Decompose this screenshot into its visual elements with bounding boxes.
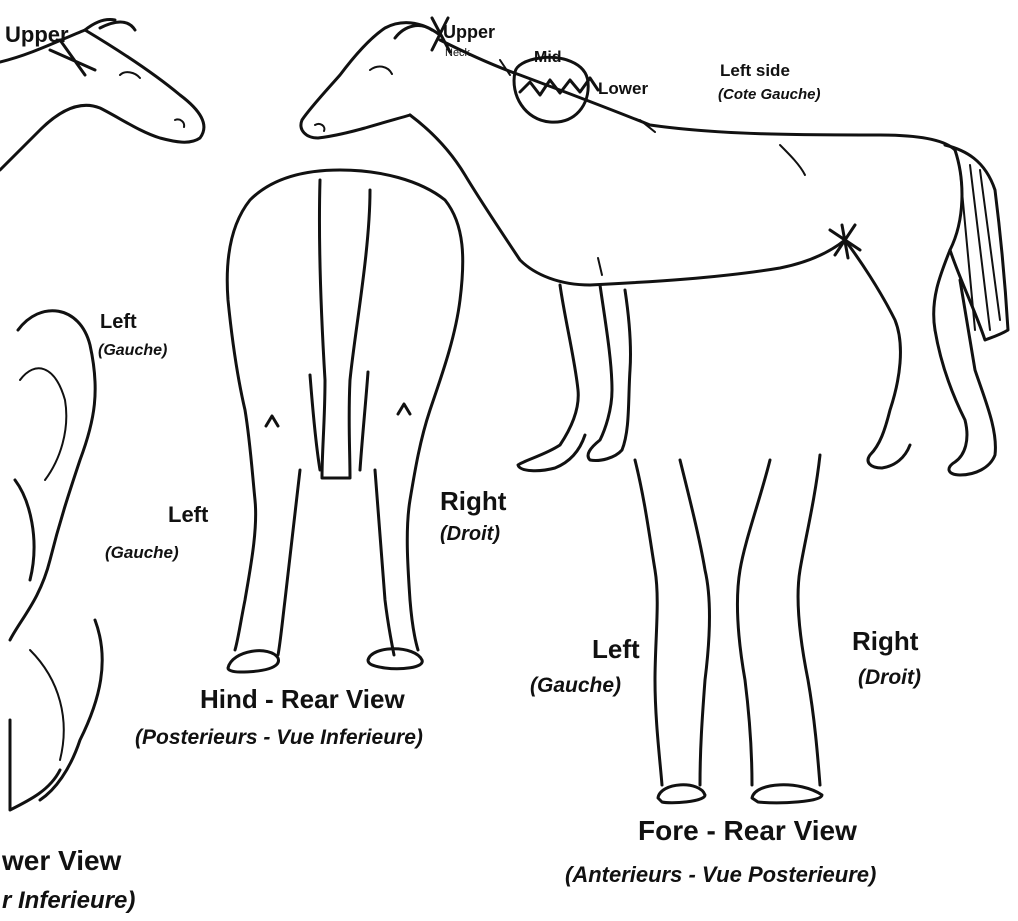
label-face-left-fr: (Gauche) [98,342,167,359]
label-fore-title-fr: (Anterieurs - Vue Posterieure) [565,862,876,887]
label-side-upper: Upper [443,22,495,42]
label-hind-right: Right [440,486,507,516]
label-hind-title: Hind - Rear View [200,684,405,714]
label-side-left-fr: (Cote Gauche) [718,86,821,103]
horse-fore-rear-view [635,455,822,803]
label-side-neck: Neck [445,47,471,59]
label-side-lower: Lower [598,79,648,98]
label-fore-title: Fore - Rear View [638,815,857,846]
label-fore-right-fr: (Droit) [858,666,921,689]
partial-face-left [10,311,102,810]
label-lower-view-fr: r Inferieure) [2,887,135,914]
label-side-left: Left side [720,61,790,80]
label-hind-title-fr: (Posterieurs - Vue Inferieure) [135,726,423,749]
label-leg-left: Left [168,502,209,527]
horse-hind-rear-view [227,170,463,672]
label-fore-right: Right [852,626,919,656]
label-face-left: Left [100,311,137,333]
label-fore-left: Left [592,634,640,664]
label-fore-left-fr: (Gauche) [530,674,621,697]
label-lower-view: wer View [1,845,122,876]
label-leg-left-fr: (Gauche) [105,543,179,562]
label-top-left-upper: Upper [5,22,69,47]
label-side-mid: Mid [534,49,562,66]
label-hind-right-fr: (Droit) [440,523,500,545]
